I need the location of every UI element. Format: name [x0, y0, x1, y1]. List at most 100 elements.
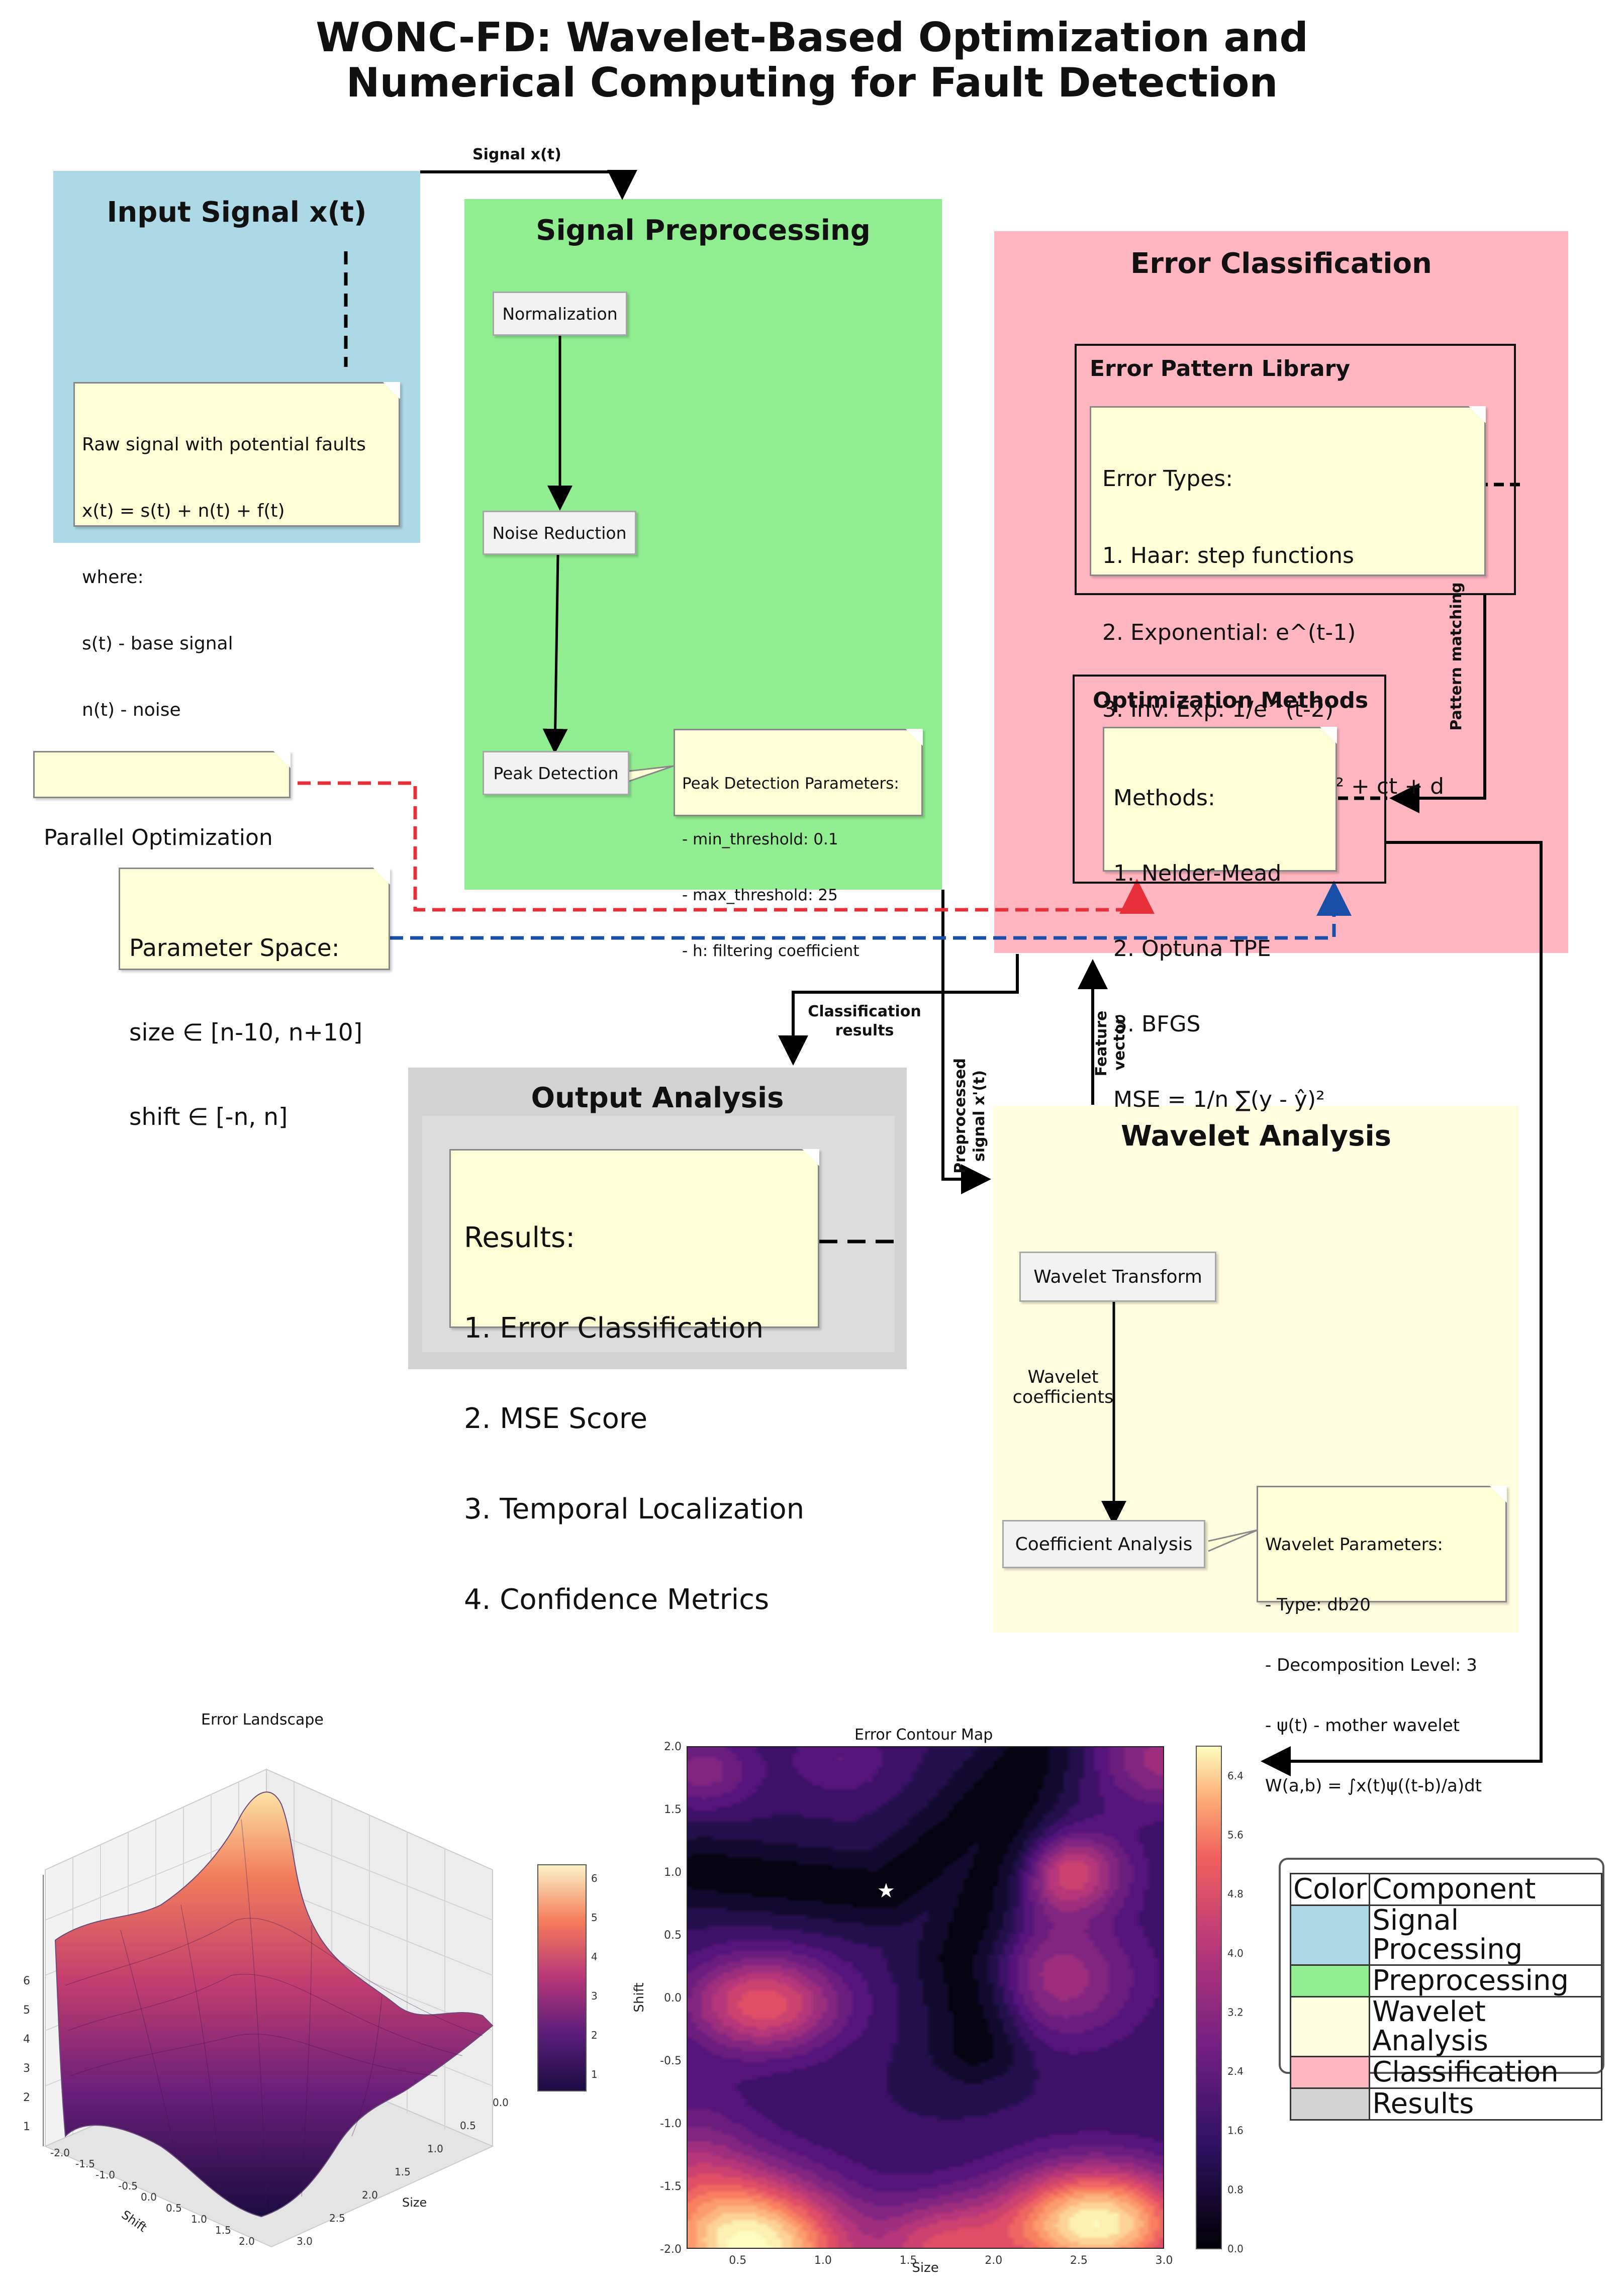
x-tick-label: 1.0 — [814, 2254, 832, 2267]
error-surface — [54, 1791, 494, 2218]
label-line: Wavelet — [1027, 1367, 1099, 1387]
contour-title: Error Contour Map — [854, 1726, 993, 1744]
note-line: Wavelet Parameters: — [1265, 1535, 1443, 1555]
y-tick-label: 2.0 — [664, 1741, 682, 1753]
legend-label: Results — [1369, 2087, 1602, 2121]
y-tick-label: 1.5 — [664, 1803, 682, 1816]
cbar-tick: 2 — [591, 2029, 598, 2041]
error-landscape-plot: Error Landscape — [10, 1704, 613, 2282]
note-line: 1. Nelder-Mead — [1113, 861, 1282, 886]
note-line: Parameter Space: — [129, 934, 340, 962]
contour-colorbar-ticks: 6.45.64.84.03.22.41.60.80.0 — [1227, 1770, 1244, 2255]
results-note: Results: 1. Error Classification 2. MSE … — [449, 1149, 819, 1615]
contour-colorbar — [1196, 1746, 1222, 2249]
note-line: x(t) = s(t) + n(t) + f(t) — [82, 501, 285, 521]
y-tick-label: -0.5 — [660, 2055, 682, 2067]
label-line: Feature — [1093, 1010, 1110, 1077]
legend-table: Color Component Signal Processing Prepro… — [1289, 1873, 1602, 2121]
x-tick-label: 2.0 — [985, 2254, 1002, 2267]
note-line: 3. Inv. Exp: 1/e^(t-2) — [1102, 697, 1334, 722]
y-tick-label: 0.5 — [664, 1929, 682, 1942]
note-line: 2. Exponential: e^(t-1) — [1102, 620, 1356, 645]
note-line: W(a,b) = ∫x(t)ψ((t-b)/a)dt — [1265, 1776, 1482, 1796]
colorbar-tick-label: 0.0 — [1227, 2243, 1244, 2255]
cbar-tick: 3 — [591, 1990, 598, 2002]
colorbar-tick-label: 1.6 — [1227, 2125, 1244, 2137]
legend-row: Classification — [1289, 2056, 1602, 2089]
note-line: 4. Confidence Metrics — [464, 1583, 770, 1616]
z-tick: 2 — [23, 2091, 30, 2104]
wavelet-transform-node: Wavelet Transform — [1019, 1252, 1216, 1302]
error-types-note: Error Types: 1. Haar: step functions 2. … — [1090, 406, 1486, 876]
note-line: Error Types: — [1102, 466, 1233, 492]
legend-header-color: Color — [1289, 1873, 1371, 1906]
legend-swatch — [1289, 1996, 1371, 2057]
colorbar-tick-label: 6.4 — [1227, 1770, 1244, 1782]
legend-swatch — [1289, 2087, 1371, 2121]
legend-header-component: Component — [1369, 1873, 1602, 1906]
normalization-node: Normalization — [493, 292, 627, 336]
label-preprocessed: Preprocessed signal x'(t) — [951, 1040, 989, 1191]
x-tick-label: 1.5 — [900, 2254, 917, 2267]
note-line: 3. Temporal Localization — [464, 1493, 805, 1526]
edge-parameter-space — [390, 881, 1352, 940]
note-line: - h: filtering coefficient — [682, 942, 859, 960]
z-tick: 1 — [23, 2121, 30, 2133]
x-tick-label: 0.5 — [729, 2254, 746, 2267]
classification-title: Error Classification — [1130, 247, 1432, 280]
legend-row: Wavelet Analysis — [1289, 1996, 1602, 2057]
optimization-methods-box: Optimization Methods Methods: 1. Nelder-… — [1073, 675, 1386, 1112]
y-tick-label: 1.0 — [664, 1866, 682, 1879]
colorbar-tick-label: 3.2 — [1227, 2006, 1244, 2018]
note-line: 3. BFGS — [1113, 1011, 1201, 1037]
colorbar-tick-label: 0.8 — [1227, 2183, 1244, 2196]
wavelet-title: Wavelet Analysis — [1120, 1120, 1392, 1153]
legend-swatch — [1289, 1964, 1371, 1997]
edge-signal-x — [420, 170, 637, 200]
note-line: - Type: db20 — [1265, 1595, 1371, 1615]
title-line-2: Numerical Computing for Fault Detection — [346, 59, 1278, 106]
note-line: - ψ(t) - mother wavelet — [1265, 1715, 1460, 1736]
colorbar-tick-label: 4.0 — [1227, 1947, 1244, 1959]
note-line: 2. MSE Score — [464, 1402, 648, 1435]
note-line: s(t) - base signal — [82, 633, 233, 654]
legend-label: Signal Processing — [1369, 1904, 1602, 1966]
note-line: MSE = 1/n ∑(y - ŷ)² — [1113, 1087, 1325, 1112]
size-tick: 1.5 — [395, 2166, 411, 2178]
parallel-optimization-note: Parallel Optimization — [33, 751, 291, 850]
cbar-tick: 4 — [591, 1951, 598, 1963]
size-tick: 3.0 — [297, 2235, 313, 2247]
contour-xlabel: Size — [912, 2260, 938, 2275]
noise-reduction-node: Noise Reduction — [483, 511, 636, 555]
note-pointer — [629, 765, 674, 782]
note-line: - min_threshold: 0.1 — [682, 830, 838, 848]
x-tick-label: 2.5 — [1070, 2254, 1088, 2267]
shift-tick: -0.5 — [118, 2180, 138, 2192]
edge-pattern-matching — [1389, 595, 1486, 813]
edge-preprocessed — [941, 890, 991, 1194]
shift-tick: 1.5 — [215, 2224, 231, 2236]
shift-tick: 0.0 — [141, 2191, 157, 2203]
legend-swatch — [1289, 1904, 1371, 1966]
label-line: coefficients — [1012, 1387, 1114, 1407]
z-tick: 4 — [23, 2033, 30, 2046]
note-line: shift ∈ [-n, n] — [129, 1103, 288, 1131]
surface-mesh — [65, 1819, 483, 2212]
legend-label: Wavelet Analysis — [1369, 1996, 1602, 2057]
y-tick-label: -2.0 — [660, 2243, 682, 2256]
shift-tick: 0.5 — [166, 2202, 182, 2214]
label-line: results — [835, 1022, 894, 1039]
label-signal-x: Signal x(t) — [472, 146, 561, 163]
peak-detection-node: Peak Detection — [483, 751, 629, 795]
size-tick-labels: 0.0 0.5 1.0 1.5 2.0 2.5 3.0 — [297, 2096, 509, 2247]
cbar-tick: 6 — [591, 1872, 598, 1884]
label-classification-results: Classification results — [794, 1002, 935, 1040]
y-ticks: 2.01.51.00.50.0-0.5-1.0-1.5-2.0 — [660, 1741, 682, 2256]
size-tick: 2.0 — [362, 2189, 378, 2201]
size-tick: 1.0 — [427, 2143, 443, 2155]
colorbar-tick-label: 5.6 — [1227, 1829, 1244, 1841]
color-legend: Color Component Signal Processing Prepro… — [1279, 1858, 1604, 2121]
surface-svg: 1 2 3 4 5 6 -2.0 -1.5 -1.0 -0.5 0.0 0.5 … — [23, 1768, 598, 2248]
note-line: Raw signal with potential faults — [82, 434, 366, 455]
